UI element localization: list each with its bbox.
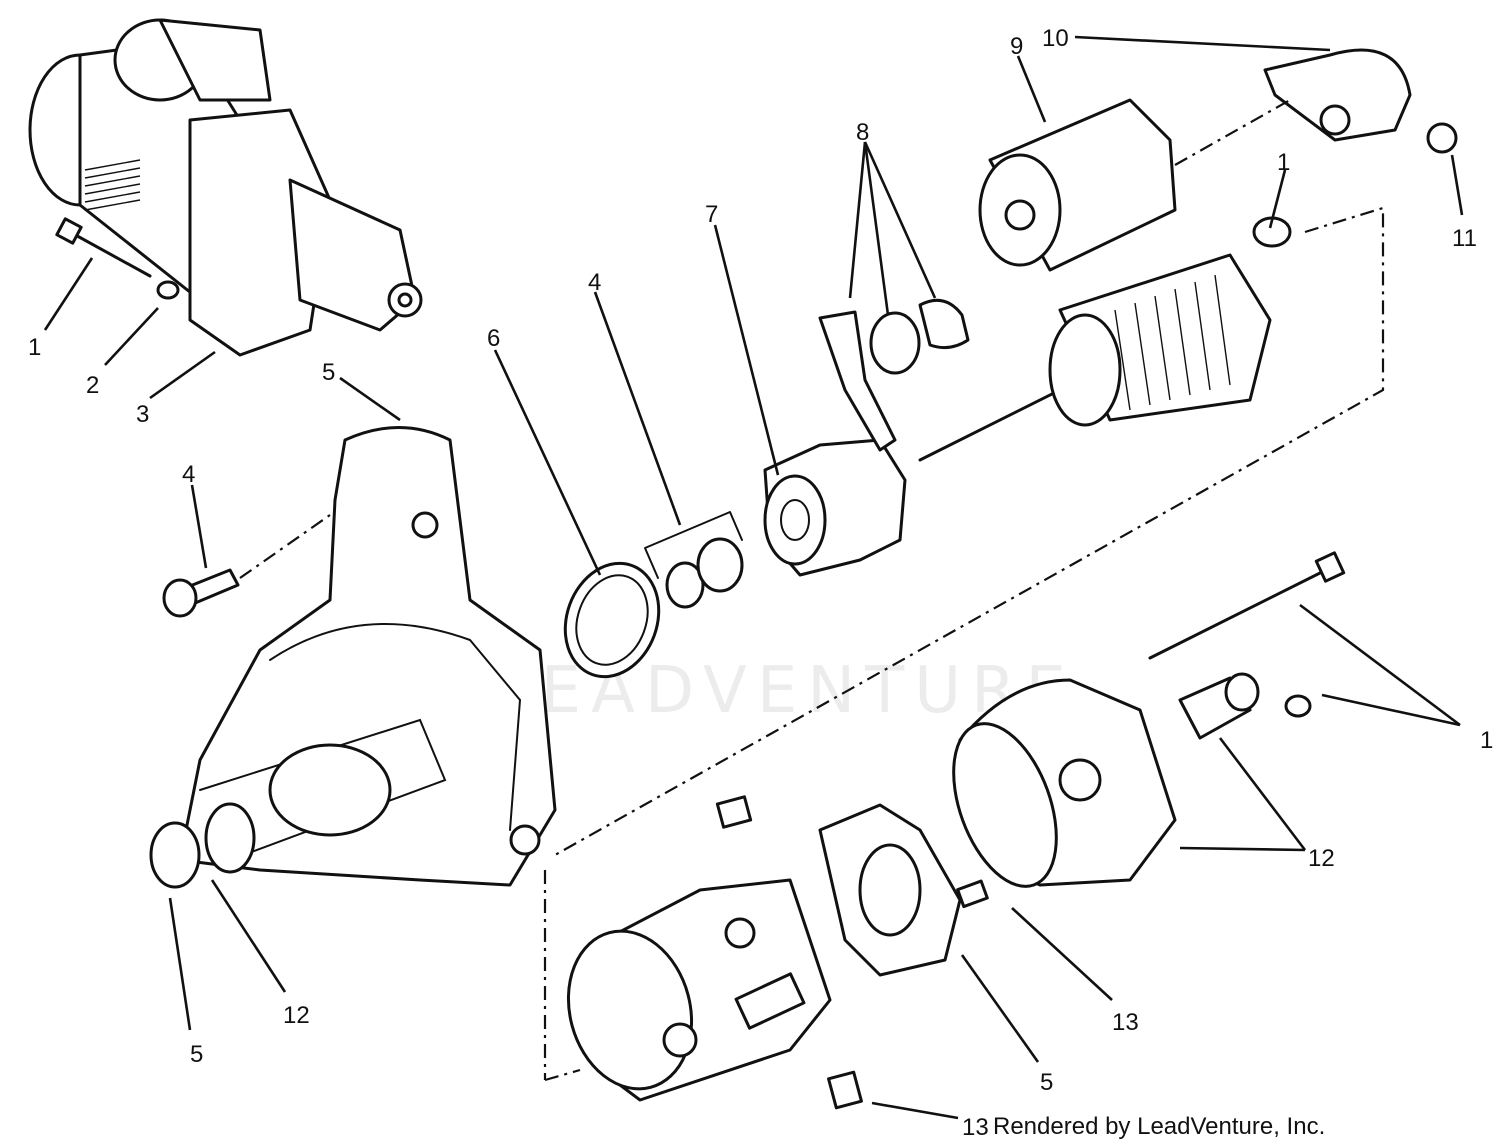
stop-collar-part bbox=[665, 537, 744, 609]
callout-13-plate: 13 bbox=[962, 1114, 989, 1141]
commutator-end-frame-part bbox=[952, 678, 1177, 888]
drive-pinion-part bbox=[763, 438, 907, 577]
callout-4-retainer: 4 bbox=[588, 269, 601, 296]
callout-1-bolt: 1 bbox=[28, 334, 41, 361]
drive-housing-part bbox=[149, 426, 557, 889]
housing-bolt-part bbox=[162, 568, 240, 618]
terminal-boot-part bbox=[1263, 48, 1412, 142]
armature-part bbox=[918, 216, 1292, 462]
brush-part bbox=[827, 1070, 863, 1110]
solenoid-part bbox=[978, 98, 1177, 272]
field-frame-part bbox=[566, 795, 832, 1102]
shift-lever-part bbox=[818, 310, 897, 452]
nut-part bbox=[1426, 122, 1458, 154]
callout-10-boot: 10 bbox=[1042, 25, 1069, 52]
callout-1-bearing: 1 bbox=[1277, 149, 1290, 176]
screw-part bbox=[1284, 694, 1312, 718]
callout-8-lever: 8 bbox=[856, 119, 869, 146]
callout-1-through-bolt: 1 bbox=[1480, 727, 1493, 754]
through-bolt-part bbox=[1148, 551, 1346, 660]
callout-12-bushing: 12 bbox=[283, 1002, 310, 1029]
callout-13-brush: 13 bbox=[1112, 1009, 1139, 1036]
callout-3-starter: 3 bbox=[136, 401, 149, 428]
callout-7-drive: 7 bbox=[705, 201, 718, 228]
callout-9-solenoid: 9 bbox=[1010, 33, 1023, 60]
callout-11-nut: 11 bbox=[1452, 225, 1477, 252]
bushing-part bbox=[1178, 672, 1260, 740]
callout-5-housing: 5 bbox=[322, 359, 335, 386]
washer-part bbox=[156, 280, 180, 300]
starter-assembly bbox=[28, 18, 423, 357]
callout-5-shaft: 5 bbox=[190, 1041, 203, 1068]
callout-2-washer: 2 bbox=[86, 372, 99, 399]
callout-6-ring: 6 bbox=[487, 325, 500, 352]
brush-plate-part bbox=[818, 803, 989, 977]
render-credit: Rendered by LeadVenture, Inc. bbox=[993, 1113, 1325, 1140]
callout-5-brush-plate: 5 bbox=[1040, 1069, 1053, 1096]
callout-4-bolt: 4 bbox=[182, 461, 195, 488]
callout-12-frame: 12 bbox=[1308, 845, 1335, 872]
mounting-bolt-part bbox=[55, 217, 152, 278]
leader-lines bbox=[43, 35, 1464, 1120]
